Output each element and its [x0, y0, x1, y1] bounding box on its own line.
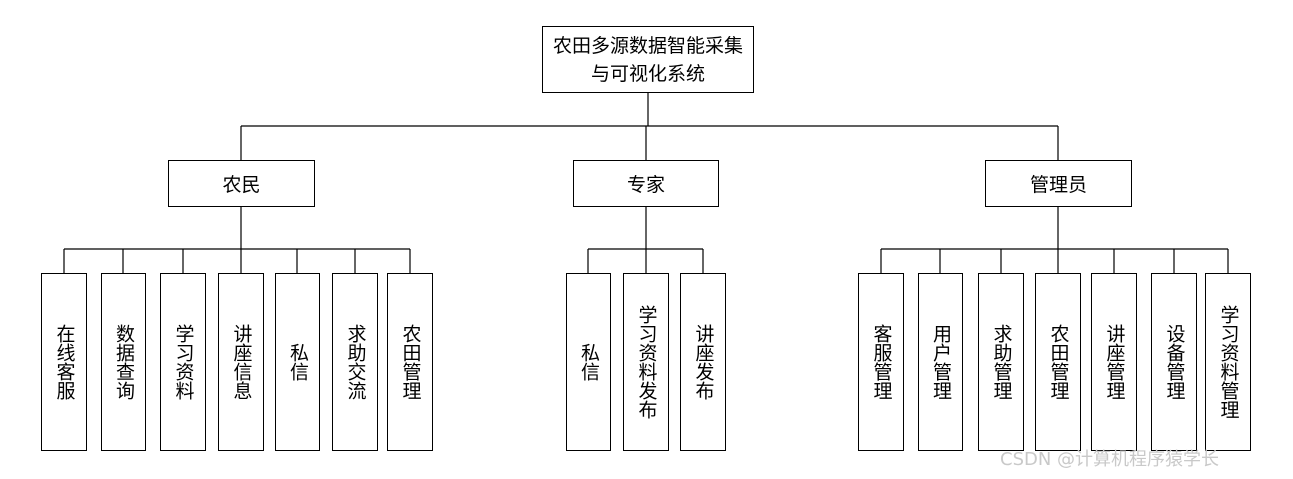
function-node: 私信	[275, 273, 320, 451]
function-node: 学习资料管理	[1205, 273, 1251, 451]
function-label: 求助交流	[344, 324, 367, 400]
root-node: 农田多源数据智能采集与可视化系统	[542, 26, 754, 93]
function-node: 讲座管理	[1091, 273, 1137, 451]
function-node: 学习资料发布	[623, 273, 669, 451]
function-node: 用户管理	[918, 273, 963, 451]
function-label: 讲座管理	[1103, 324, 1126, 400]
function-label: 私信	[578, 343, 600, 381]
function-label: 设备管理	[1163, 324, 1186, 400]
watermark-text: CSDN @计算机程序猿学长	[1000, 449, 1220, 470]
function-node: 求助管理	[978, 273, 1024, 451]
connector-root-to-roles	[240, 92, 1059, 160]
function-node: 农田管理	[387, 273, 433, 451]
function-node: 在线客服	[41, 273, 87, 451]
function-label: 农田管理	[1047, 324, 1070, 400]
function-node: 讲座发布	[680, 273, 726, 451]
function-label: 私信	[287, 343, 309, 381]
root-node-label: 农田多源数据智能采集与可视化系统	[552, 34, 743, 85]
function-label: 客服管理	[870, 324, 893, 400]
function-node: 求助交流	[332, 273, 378, 451]
function-label: 数据查询	[113, 324, 135, 400]
connector-expert-functions	[587, 206, 704, 273]
function-node: 学习资料	[160, 273, 206, 451]
function-label: 农田管理	[399, 324, 422, 400]
connector-farmer-functions	[63, 206, 411, 273]
function-node: 讲座信息	[218, 273, 264, 451]
function-label: 在线客服	[53, 324, 76, 400]
function-label: 学习资料发布	[635, 305, 658, 419]
function-label: 讲座发布	[692, 324, 715, 400]
function-label: 求助管理	[990, 324, 1013, 400]
connector-admin-functions	[880, 206, 1229, 273]
function-label: 学习资料	[172, 324, 195, 400]
function-node: 农田管理	[1035, 273, 1081, 451]
role-node-admin: 管理员	[985, 160, 1132, 207]
function-node: 设备管理	[1151, 273, 1197, 451]
function-node: 数据查询	[101, 273, 146, 451]
role-node-label: 专家	[626, 174, 665, 196]
function-label: 用户管理	[930, 324, 952, 400]
function-node: 私信	[566, 273, 611, 451]
role-node-farmer: 农民	[168, 160, 315, 207]
function-label: 学习资料管理	[1217, 305, 1240, 419]
role-node-label: 管理员	[1029, 174, 1087, 196]
function-node: 客服管理	[858, 273, 904, 451]
role-node-expert: 专家	[573, 160, 719, 207]
function-label: 讲座信息	[230, 324, 253, 400]
role-node-label: 农民	[222, 174, 261, 196]
